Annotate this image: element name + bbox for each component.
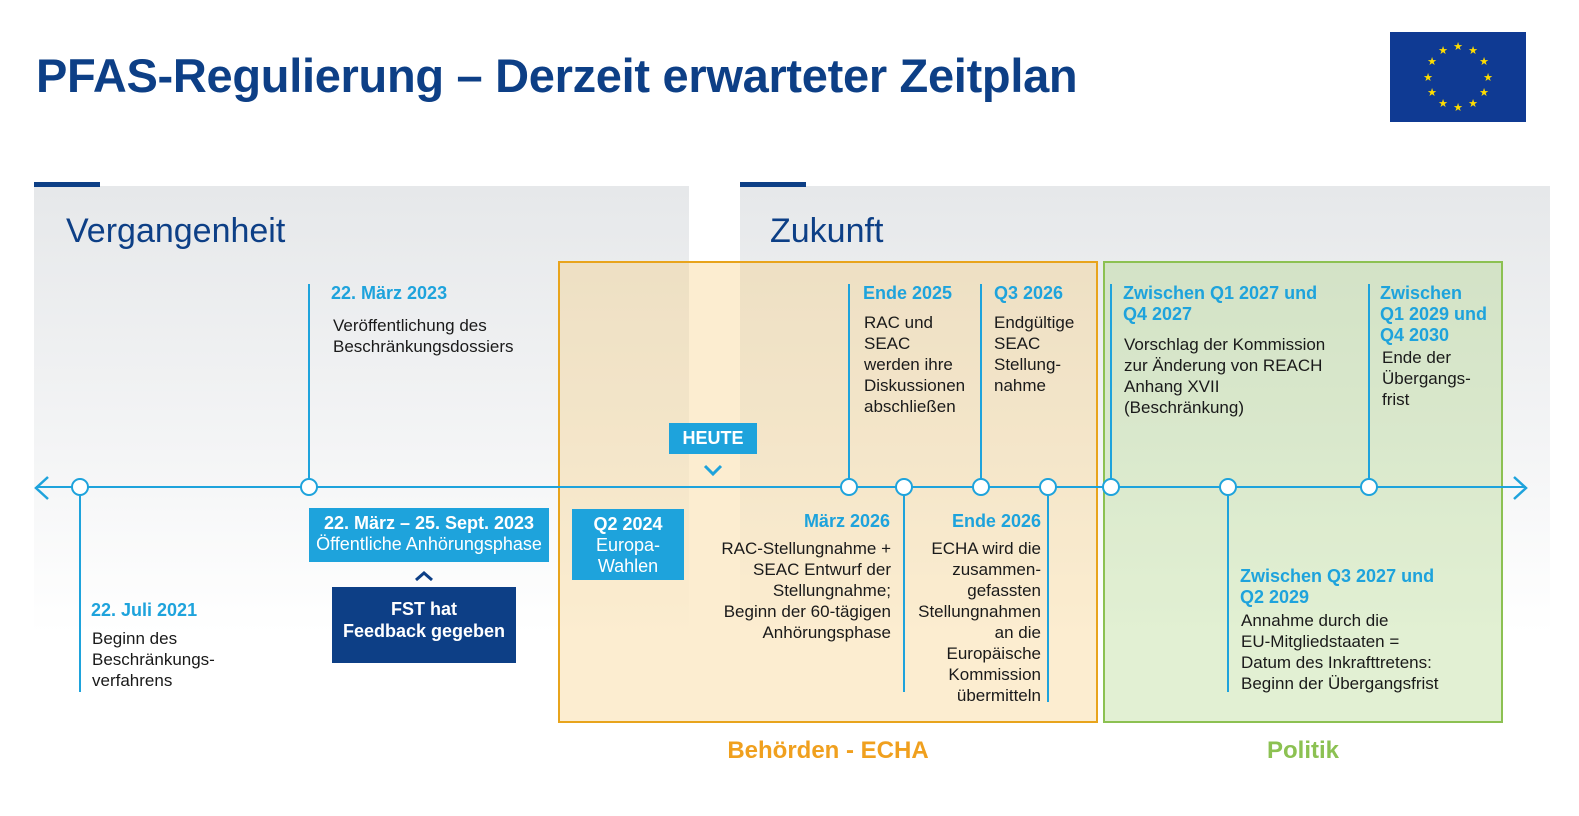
timeline-marker [1219,478,1237,496]
connector [1047,487,1049,702]
event-date: 22. Juli 2021 [91,600,198,620]
connector [903,487,905,692]
timeline-marker [71,478,89,496]
timeline-axis [36,486,1526,488]
past-accent [34,182,100,187]
svg-text:★: ★ [1483,71,1493,84]
svg-text:★: ★ [1427,86,1437,99]
connector [1368,284,1370,487]
svg-text:★: ★ [1438,97,1448,110]
future-accent [740,182,806,187]
chevron-down-icon [703,464,723,477]
svg-text:★: ★ [1438,44,1448,57]
svg-text:★: ★ [1479,86,1489,99]
timeline-marker [972,478,990,496]
event-date: Ende 2026 [951,511,1041,531]
svg-text:★: ★ [1423,71,1433,84]
svg-text:★: ★ [1453,40,1463,53]
echa-group-label: Behörden - ECHA [727,737,929,764]
arrow-right-icon [1513,476,1528,500]
timeline-marker [300,478,318,496]
timeline-marker [840,478,858,496]
connector [1227,487,1229,692]
timeline-marker [1360,478,1378,496]
connector [79,487,81,692]
chevron-up-icon [415,571,433,582]
svg-text:★: ★ [1468,97,1478,110]
timeline-marker [1102,478,1120,496]
connector [1110,284,1112,487]
echa-group-box [558,261,1098,723]
event-date: Q3 2026 [994,283,1064,303]
svg-text:★: ★ [1427,55,1437,68]
politics-group-box [1103,261,1503,723]
eu-flag-icon: ★★★★★★★★★★★★ [1390,32,1526,122]
future-heading: Zukunft [770,212,884,250]
connector [980,284,982,487]
page-title: PFAS-Regulierung – Derzeit erwarteter Ze… [36,49,1078,102]
connector [308,284,310,487]
today-badge: HEUTE [669,423,757,454]
event-date: März 2026 [803,511,890,531]
svg-text:★: ★ [1453,101,1463,114]
timeline-marker [1039,478,1057,496]
svg-text:★: ★ [1479,55,1489,68]
future-panel [740,186,1550,746]
event-date: Ende 2025 [863,283,953,303]
past-heading: Vergangenheit [66,212,286,250]
event-date: 22. März 2023 [331,283,448,303]
politics-group-label: Politik [1266,737,1339,764]
connector [848,284,850,487]
svg-text:★: ★ [1468,44,1478,57]
timeline-marker [895,478,913,496]
arrow-left-icon [34,476,49,500]
